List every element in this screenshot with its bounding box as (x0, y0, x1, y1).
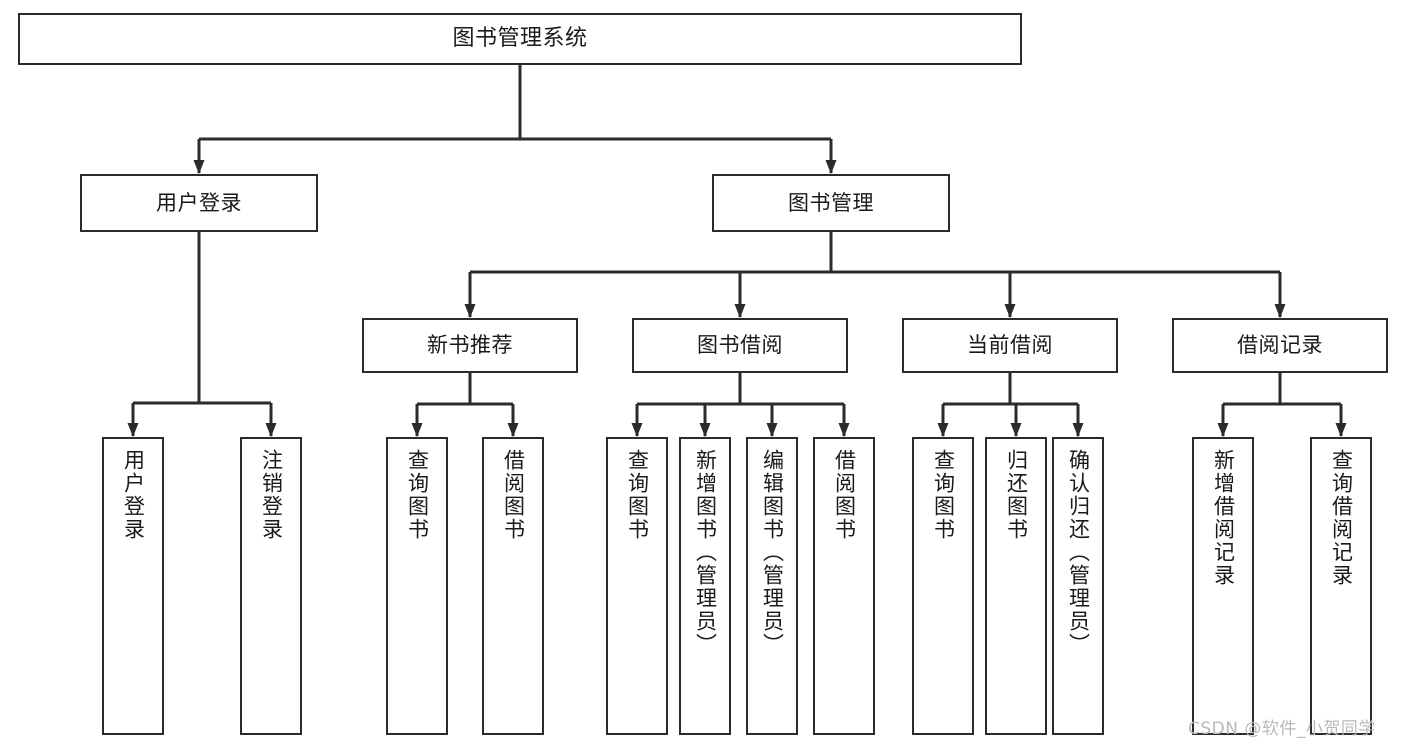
node-label: 查询图书 (405, 449, 430, 541)
arrowhead-leaf-add-record (1217, 423, 1229, 437)
node-label: 确认归还（管理员） (1066, 449, 1091, 656)
node-new-book-rec[interactable]: 新书推荐 (362, 318, 578, 373)
arrowhead-leaf-confirm-return (1072, 423, 1084, 437)
node-current-borrow[interactable]: 当前借阅 (902, 318, 1118, 373)
arrowhead-leaf-edit-book (766, 423, 778, 437)
node-leaf-edit-book[interactable]: 编辑图书（管理员） (746, 437, 798, 735)
node-leaf-user-logout[interactable]: 注销登录 (240, 437, 302, 735)
arrowhead-user-login (193, 160, 205, 174)
node-label: 借阅记录 (1237, 333, 1323, 358)
node-leaf-add-book[interactable]: 新增图书（管理员） (679, 437, 731, 735)
arrowhead-leaf-query-book-2 (631, 423, 643, 437)
node-label: 归还图书 (1004, 449, 1029, 541)
arrowhead-leaf-query-book-3 (937, 423, 949, 437)
node-label: 编辑图书（管理员） (760, 449, 785, 656)
node-label: 借阅图书 (832, 449, 857, 541)
node-root[interactable]: 图书管理系统 (18, 13, 1022, 65)
node-label: 图书借阅 (697, 333, 783, 358)
arrowhead-leaf-user-login (127, 423, 139, 437)
node-label: 新增图书（管理员） (693, 449, 718, 656)
node-book-borrow[interactable]: 图书借阅 (632, 318, 848, 373)
node-leaf-query-record[interactable]: 查询借阅记录 (1310, 437, 1372, 735)
node-book-mgmt[interactable]: 图书管理 (712, 174, 950, 232)
arrowhead-leaf-user-logout (265, 423, 277, 437)
node-label: 借阅图书 (501, 449, 526, 541)
node-label: 当前借阅 (967, 333, 1053, 358)
node-label: 用户登录 (121, 449, 146, 541)
node-label: 图书管理系统 (452, 26, 588, 52)
arrowhead-leaf-add-book (699, 423, 711, 437)
node-leaf-borrow-book-1[interactable]: 借阅图书 (482, 437, 544, 735)
arrowhead-borrow-record (1274, 304, 1286, 318)
node-label: 查询图书 (625, 449, 650, 541)
node-leaf-borrow-book-2[interactable]: 借阅图书 (813, 437, 875, 735)
node-label: 注销登录 (259, 449, 284, 541)
arrowhead-leaf-query-book-1 (411, 423, 423, 437)
node-label: 图书管理 (788, 190, 874, 215)
arrowhead-current-borrow (1004, 304, 1016, 318)
node-leaf-query-book-2[interactable]: 查询图书 (606, 437, 668, 735)
arrowhead-new-book-rec (464, 304, 476, 318)
arrowhead-leaf-borrow-book-1 (507, 423, 519, 437)
arrowhead-leaf-query-record (1335, 423, 1347, 437)
node-label: 查询图书 (931, 449, 956, 541)
node-leaf-query-book-1[interactable]: 查询图书 (386, 437, 448, 735)
node-borrow-record[interactable]: 借阅记录 (1172, 318, 1388, 373)
node-user-login[interactable]: 用户登录 (80, 174, 318, 232)
arrowhead-book-borrow (734, 304, 746, 318)
node-leaf-user-login[interactable]: 用户登录 (102, 437, 164, 735)
node-label: 用户登录 (156, 190, 242, 215)
node-label: 新增借阅记录 (1211, 449, 1236, 587)
node-leaf-query-book-3[interactable]: 查询图书 (912, 437, 974, 735)
node-leaf-return-book[interactable]: 归还图书 (985, 437, 1047, 735)
node-label: 新书推荐 (427, 333, 513, 358)
node-leaf-add-record[interactable]: 新增借阅记录 (1192, 437, 1254, 735)
arrowhead-leaf-return-book (1010, 423, 1022, 437)
node-label: 查询借阅记录 (1329, 449, 1354, 587)
arrowhead-leaf-borrow-book-2 (838, 423, 850, 437)
arrowhead-book-mgmt (825, 160, 837, 174)
csdn-watermark: CSDN @软件_小贺同学 (1188, 719, 1376, 739)
node-leaf-confirm-return[interactable]: 确认归还（管理员） (1052, 437, 1104, 735)
